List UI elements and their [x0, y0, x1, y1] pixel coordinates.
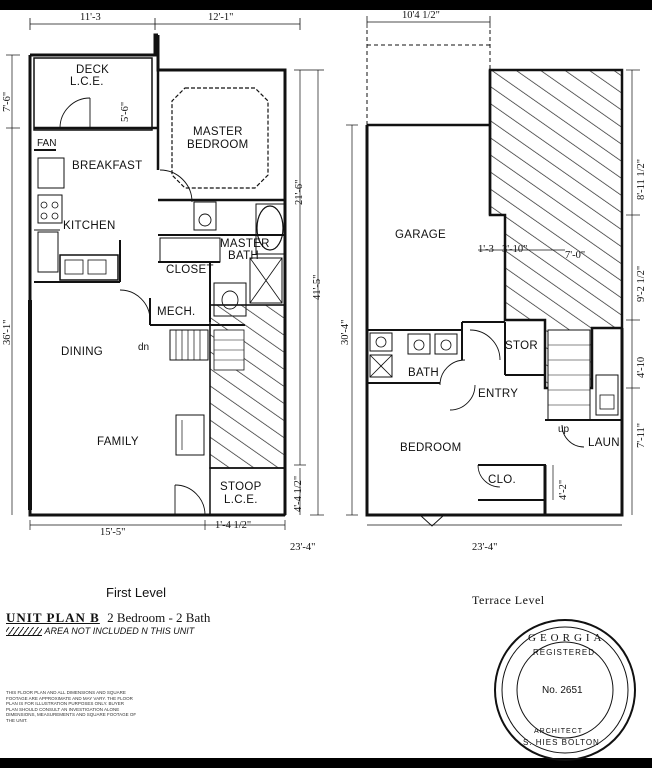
up-label: up — [558, 424, 570, 435]
garage-label: GARAGE — [395, 229, 447, 241]
stor-label: STOR — [505, 340, 538, 352]
kitchen-label: KITCHEN — [63, 220, 116, 232]
unit-plan-name: UNIT PLAN B — [6, 610, 100, 625]
master-bedroom-label-1: MASTER — [193, 126, 243, 138]
master-bath-label-1: MASTER — [220, 238, 270, 250]
dim-bottom-stoop: 1'-4 1/2" — [215, 520, 252, 531]
terrace-dim-right-1: 8'-11 1/2" — [636, 158, 647, 200]
breakfast-label: BREAKFAST — [72, 160, 143, 172]
unit-plan-description: 2 Bedroom - 2 Bath — [107, 610, 211, 625]
seal-role: ARCHITECT — [534, 728, 584, 735]
dining-label: DINING — [61, 346, 104, 358]
terrace-dim-top: 10'4 1/2" — [402, 10, 440, 21]
hatch-swatch — [6, 627, 42, 637]
terrace-level-caption: Terrace Level — [472, 593, 545, 607]
deck-label: DECK — [76, 64, 110, 76]
seal-state: GEORGIA — [528, 632, 606, 644]
laun-label: LAUN — [588, 437, 620, 449]
deck-sub-label: L.C.E. — [70, 76, 104, 88]
dn-label: dn — [138, 342, 150, 353]
top-black-bar — [0, 0, 652, 10]
closet-label: CLOSET — [166, 264, 214, 276]
first-level-caption: First Level — [106, 585, 166, 600]
unit-plan-title: UNIT PLAN B 2 Bedroom - 2 Bath — [6, 610, 210, 626]
bottom-black-bar — [0, 758, 652, 768]
entry-label: ENTRY — [478, 388, 519, 400]
architect-seal-drawing — [494, 619, 636, 761]
terrace-dim-inner-b: 3'-10" — [502, 244, 528, 255]
fine-print-line: THE UNIT. — [6, 717, 28, 723]
bedroom-label: BEDROOM — [400, 442, 462, 454]
seal-name: S. HIES BOLTON — [523, 738, 600, 747]
dim-bottom-left: 15'-5" — [100, 527, 126, 538]
fine-print-line: FOOTAGE ARE APPROXIMATE AND MAY VARY. TH… — [6, 695, 133, 701]
fan-label: FAN — [37, 138, 57, 149]
seal-number: No. 2651 — [542, 685, 583, 696]
fine-print-line: THIS FLOOR PLAN AND ALL DIMENSIONS AND S… — [6, 690, 126, 695]
dim-right-total: 41'-5" — [312, 274, 323, 300]
terrace-dim-right-2: 9'-2 1/2" — [636, 265, 647, 302]
dim-master-depth: 21'-6" — [294, 179, 305, 205]
legend-note: AREA NOT INCLUDED N THIS UNIT — [44, 626, 195, 636]
stoop-sub-label: L.C.E. — [224, 494, 258, 506]
fine-print-line: DIMENSIONS, MEASUREMENTS AND SQUARE FOOT… — [6, 712, 137, 717]
master-bath-label-2: BATH — [228, 250, 260, 262]
mech-label: MECH. — [157, 306, 196, 318]
terrace-dim-inner-c: 7'-0" — [565, 250, 586, 261]
dim-top-left: 11'-3 — [80, 12, 101, 23]
terrace-dim-inner-a: 1'-3 — [478, 244, 494, 255]
terrace-dim-clo: 4'-2" — [558, 479, 569, 500]
fine-print-line: PLAN IS FOR ILLUSTRATION PURPOSES ONLY. … — [6, 701, 125, 706]
stoop-label: STOOP — [220, 481, 262, 493]
dim-deck-inner: 5'-6" — [120, 101, 131, 122]
terrace-dim-right-4: 7'-11" — [636, 422, 647, 448]
bath-label: BATH — [408, 367, 440, 379]
dim-left-total: 36'-1" — [2, 319, 13, 345]
dim-top-right: 12'-1" — [208, 12, 234, 23]
dim-deck-height: 7'-6" — [2, 91, 13, 112]
dim-stoop-height: 4'-4 1/2" — [293, 475, 304, 512]
first-level-plan — [6, 18, 324, 530]
terrace-dim-left-total: 30'-4" — [340, 319, 351, 345]
terrace-dim-right-3: 4'-10 — [636, 356, 647, 378]
seal-registered: REGISTERED — [533, 648, 596, 657]
fine-print-line: PLAN SHOULD CONSULT AN INVESTIGATION ALO… — [6, 706, 120, 712]
master-bedroom-label-2: BEDROOM — [187, 139, 249, 151]
family-label: FAMILY — [97, 436, 139, 448]
terrace-level-plan — [346, 16, 640, 527]
clo-label: CLO. — [488, 474, 517, 486]
fine-print: THIS FLOOR PLAN AND ALL DIMENSIONS AND S… — [6, 690, 166, 723]
legend-row: AREA NOT INCLUDED N THIS UNIT — [6, 626, 195, 637]
dim-bottom-total: 23'-4" — [290, 542, 316, 553]
terrace-dim-bottom-total: 23'-4" — [472, 542, 498, 553]
